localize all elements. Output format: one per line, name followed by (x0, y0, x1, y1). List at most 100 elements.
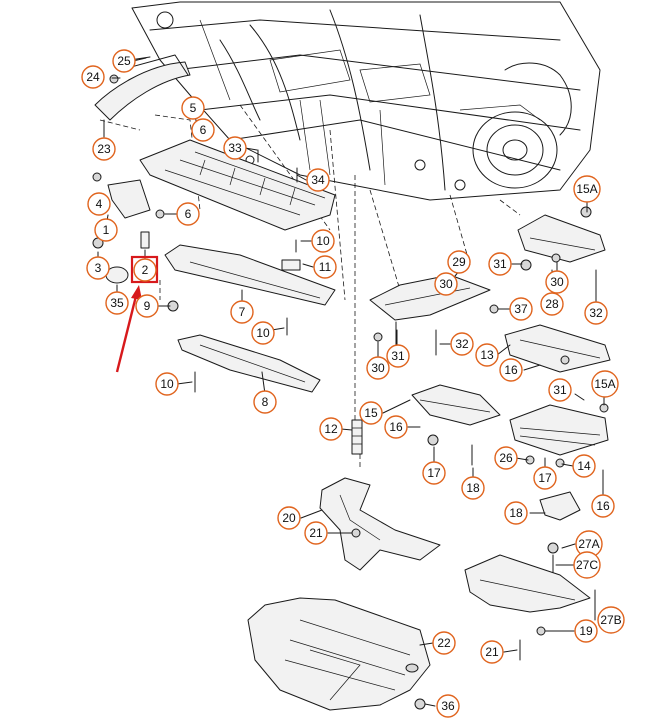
callout-number: 10 (316, 234, 330, 248)
callout-14: 14 (572, 454, 596, 478)
callout-20: 20 (277, 506, 301, 530)
callout-number: 37 (514, 302, 528, 316)
callout-26: 26 (494, 446, 518, 470)
callout-number: 18 (466, 481, 480, 495)
callout-circle (574, 619, 598, 643)
callout-number: 27C (576, 558, 598, 572)
mounting-bracket (92, 172, 179, 312)
callout-11: 11 (313, 255, 337, 279)
callout-number: 27A (578, 537, 599, 551)
callout-circle (94, 218, 118, 242)
callout-18: 18 (461, 476, 485, 500)
callout-circle (155, 372, 179, 396)
callout-10: 10 (155, 372, 179, 396)
callout-15a: 15A (591, 370, 619, 398)
callout-circle (572, 454, 596, 478)
callout-16: 16 (591, 494, 615, 518)
callout-circle (105, 291, 129, 315)
callout-number: 31 (553, 383, 567, 397)
callout-circle (319, 417, 343, 441)
callout-24: 24 (81, 65, 105, 89)
callout-36: 36 (436, 694, 460, 718)
callout-22: 22 (432, 631, 456, 655)
callout-number: 27B (600, 613, 621, 627)
callout-circle (461, 476, 485, 500)
callout-25: 25 (112, 49, 136, 73)
callout-16: 16 (384, 415, 408, 439)
callout-31: 31 (548, 378, 572, 402)
side-panel-7 (164, 239, 336, 336)
callout-17: 17 (533, 466, 557, 490)
callout-number: 21 (309, 526, 323, 540)
callout-number: 30 (371, 361, 385, 375)
callout-28: 28 (540, 292, 564, 316)
callout-32: 32 (450, 332, 474, 356)
callout-number: 3 (95, 261, 102, 275)
callout-1: 1 (94, 218, 118, 242)
rear-bracket-29 (369, 274, 499, 356)
callout-number: 31 (493, 257, 507, 271)
callout-number: 22 (437, 636, 451, 650)
callout-circle (133, 258, 157, 282)
callout-circle (253, 390, 277, 414)
callout-number: 10 (160, 377, 174, 391)
callout-number: 16 (389, 420, 403, 434)
callout-17: 17 (422, 461, 446, 485)
callout-31: 31 (488, 252, 512, 276)
callout-circle (86, 256, 110, 280)
callout-circle (436, 694, 460, 718)
center-bracket-15 (411, 384, 501, 466)
tunnel-bracket-20 (319, 477, 441, 571)
callout-number: 19 (579, 624, 593, 638)
engine-underbody-shield-36 (247, 597, 431, 711)
callout-circle (277, 506, 301, 530)
callout-number: 15A (594, 377, 615, 391)
callout-circle (475, 343, 499, 367)
callout-number: 21 (485, 645, 499, 659)
callout-number: 2 (142, 263, 149, 277)
callout-2: 2 (133, 258, 157, 282)
callout-circle (230, 300, 254, 324)
callout-4: 4 (87, 192, 111, 216)
callout-circle (191, 118, 215, 142)
callout-number: 6 (185, 207, 192, 221)
callout-15a: 15A (573, 175, 601, 203)
callout-35: 35 (105, 291, 129, 315)
callout-number: 25 (117, 54, 131, 68)
callout-number: 34 (311, 173, 325, 187)
callout-circle (591, 370, 619, 398)
callout-number: 7 (239, 305, 246, 319)
callout-number: 16 (596, 499, 610, 513)
callout-6: 6 (176, 202, 200, 226)
callout-circle (591, 494, 615, 518)
callout-circle (306, 168, 330, 192)
callout-21: 21 (480, 640, 504, 664)
callout-number: 1 (103, 223, 110, 237)
callout-number: 30 (439, 277, 453, 291)
callout-19: 19 (574, 619, 598, 643)
callout-circle (223, 136, 247, 160)
callout-circle (548, 378, 572, 402)
callout-circle (311, 229, 335, 253)
callout-32: 32 (584, 301, 608, 325)
callout-number: 17 (427, 466, 441, 480)
callout-6: 6 (191, 118, 215, 142)
callout-18: 18 (504, 501, 528, 525)
callout-number: 31 (391, 349, 405, 363)
callout-34: 34 (306, 168, 330, 192)
callout-circle (176, 202, 200, 226)
callout-number: 28 (545, 297, 559, 311)
callout-13: 13 (475, 343, 499, 367)
callout-circle (504, 501, 528, 525)
callout-circle (597, 606, 625, 634)
callout-circle (432, 631, 456, 655)
callout-number: 18 (509, 506, 523, 520)
side-panel-8 (177, 334, 321, 393)
callout-number: 11 (319, 260, 332, 274)
callout-number: 16 (504, 363, 518, 377)
callout-number: 5 (190, 101, 197, 115)
callout-circle (386, 344, 410, 368)
callout-circle (135, 294, 159, 318)
